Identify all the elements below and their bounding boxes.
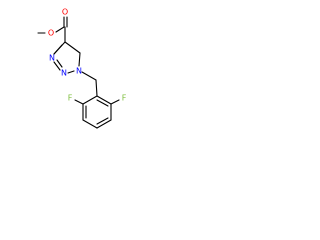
atom-f-right: F: [122, 94, 127, 103]
atom-n3: N: [49, 54, 55, 63]
benzene-bond-1: [82, 95, 98, 105]
structure-canvas: O O N N N F F: [0, 0, 150, 150]
benzene-bond-6-inner: [96, 99, 109, 107]
o-carbonyl-bond: [55, 26, 65, 33]
atom-n2: N: [61, 69, 67, 78]
triazole-n3-n2-double: [56, 59, 63, 68]
benzene-bond-4: [96, 119, 112, 129]
cf-left-bond: [74, 99, 84, 105]
benzene-bond-6: [96, 95, 112, 105]
triazole-n2-n1-bond: [67, 70, 75, 74]
triazole-c4-c5-bond: [64, 41, 81, 54]
atom-o-ester: O: [48, 29, 54, 38]
atom-o-carbonyl: O: [62, 8, 68, 17]
triazole-n3-n2-bond: [53, 61, 61, 71]
atom-n1: N: [76, 67, 82, 76]
triazole-n1-c5-bond: [78, 52, 81, 67]
triazole-c4-n3-double: [53, 44, 63, 55]
benzene-bond-4-inner: [96, 117, 109, 125]
ch2-ipso-bond: [95, 79, 98, 97]
benzene-bond-3: [82, 119, 98, 129]
molecule-structure: O O N N N F F: [37, 8, 127, 129]
n1-ch2-bond: [81, 71, 97, 81]
cf-right-bond: [110, 99, 120, 105]
atom-f-left: F: [68, 94, 73, 103]
